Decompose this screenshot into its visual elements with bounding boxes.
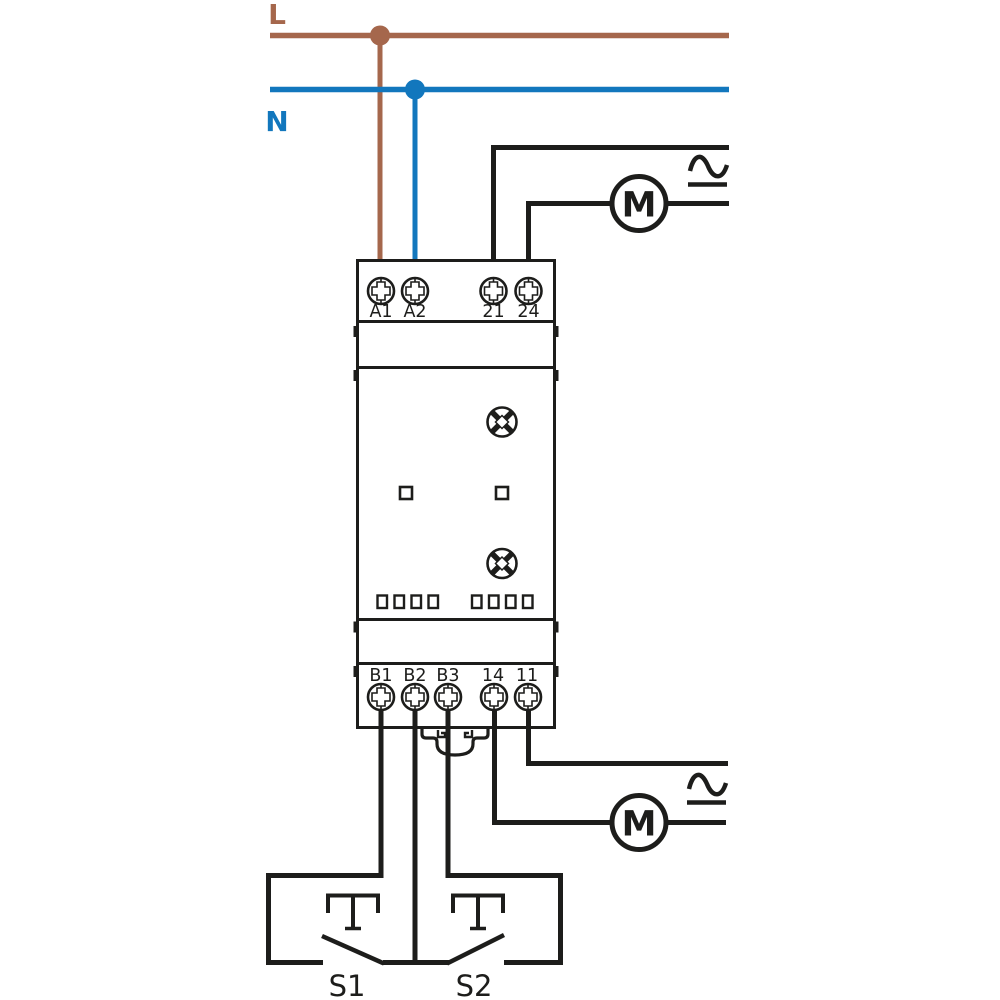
indicator-window-left — [398, 485, 414, 501]
motor-top-icon: M — [609, 174, 669, 233]
terminal-label-14: 14 — [482, 666, 504, 686]
s2-label: S2 — [456, 969, 493, 1000]
din-clip-icon — [420, 728, 490, 757]
terminal-14-icon — [479, 682, 509, 712]
motor-top-circle — [609, 174, 669, 233]
terminal-b2-icon — [400, 682, 430, 712]
terminal-a2-icon — [400, 276, 430, 306]
terminal-label-a1: A1 — [369, 302, 392, 322]
terminal-a1-icon — [366, 276, 396, 306]
power-rails: L N — [265, 0, 729, 281]
vent-slots-right — [470, 594, 534, 610]
vent-slots-left — [376, 594, 440, 610]
din-clip-hook-right — [463, 730, 474, 739]
motor-bottom-circle — [609, 793, 669, 852]
terminal-label-21: 21 — [482, 302, 504, 322]
terminal-24-icon — [514, 276, 543, 306]
terminal-21-icon — [479, 276, 508, 306]
terminal-b3-icon — [433, 682, 463, 712]
wire-b1-to-s1 — [266, 708, 384, 965]
bottom-load-circuit: M — [492, 708, 729, 852]
motor-top-label: M — [622, 186, 657, 226]
pushbutton-circuit: S1 S2 — [266, 708, 563, 1000]
din-clip-outline — [420, 728, 490, 757]
relay-module — [353, 259, 559, 757]
motor-bottom-label: M — [622, 805, 657, 845]
ac-sine-top — [687, 154, 730, 179]
terminal-b1-icon — [366, 682, 396, 712]
terminal-label-a2: A2 — [403, 302, 426, 322]
ac-supply-top-icon — [687, 154, 730, 187]
bottom-terminal-block: B1 B2 B3 14 11 — [366, 666, 543, 712]
motor-bottom-icon: M — [609, 793, 669, 852]
pushbutton-s2: S2 — [445, 893, 506, 1000]
label-l: L — [268, 0, 286, 31]
top-load-circuit: M — [491, 145, 730, 281]
terminal-label-b1: B1 — [369, 666, 392, 686]
terminal-label-11: 11 — [516, 666, 538, 686]
s1-label: S1 — [329, 969, 366, 1000]
case-notches — [353, 326, 559, 677]
terminal-label-b2: B2 — [403, 666, 426, 686]
n-junction-dot — [405, 79, 425, 100]
wire-21-out — [491, 145, 729, 281]
din-clip-hook-left — [436, 730, 447, 739]
s1-contact-blade — [321, 933, 385, 966]
pushbutton-s1: S1 — [321, 893, 385, 1000]
terminal-label-24: 24 — [517, 302, 539, 322]
wire-11-out — [526, 708, 728, 766]
adjustment-screw-bottom-icon — [486, 547, 518, 580]
label-n: N — [265, 105, 288, 138]
module-face — [376, 406, 534, 610]
wire-24-to-motor — [526, 201, 613, 281]
adjustment-screw-top-icon — [486, 406, 518, 438]
terminal-label-b3: B3 — [436, 666, 459, 686]
wire-14-to-motor — [492, 708, 613, 825]
top-terminal-block: A1 A2 21 24 — [366, 276, 543, 322]
ac-supply-bottom-icon — [686, 772, 729, 805]
wire-b3-to-s2 — [445, 708, 563, 965]
terminal-11-icon — [513, 682, 543, 712]
module-case — [356, 259, 556, 729]
ac-sine-bottom — [686, 772, 729, 797]
l-junction-dot — [370, 25, 390, 46]
s2-contact-blade — [445, 932, 506, 966]
indicator-window-right — [494, 485, 510, 501]
